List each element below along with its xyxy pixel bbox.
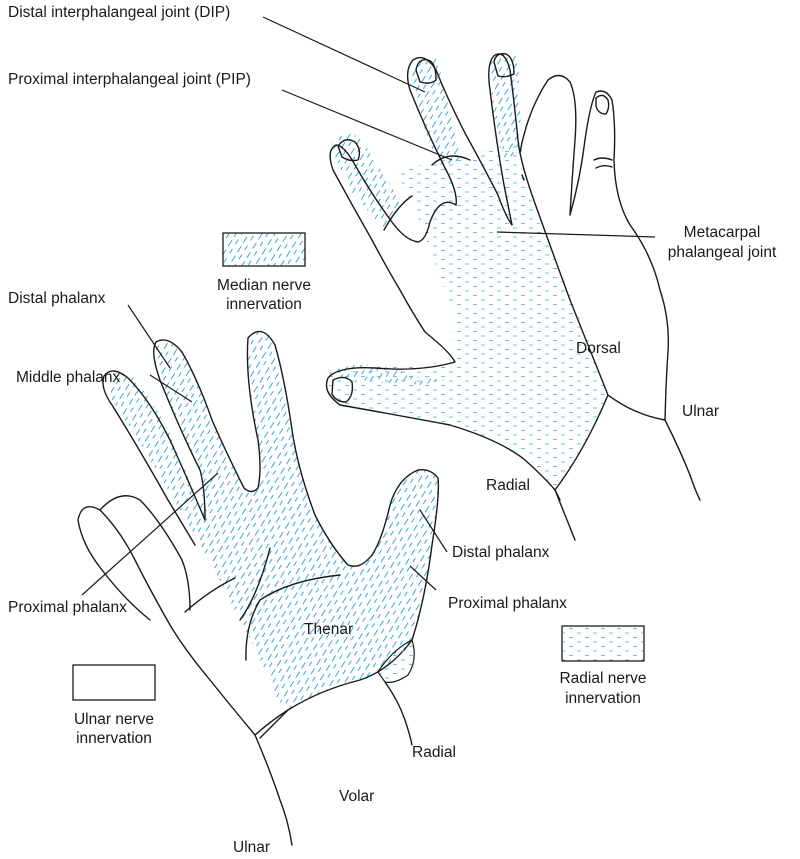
label-volar-proximal-phalanx: Proximal phalanx — [8, 599, 127, 616]
median-legend-line2: innervation — [226, 296, 302, 313]
ulnar-legend-line2: innervation — [76, 730, 152, 747]
median-legend-swatch — [223, 233, 305, 266]
label-dorsal-view: Dorsal — [576, 340, 621, 357]
label-volar-radial: Radial — [412, 744, 456, 761]
label-thumb-distal-phalanx: Distal phalanx — [452, 544, 550, 561]
label-dorsal-ulnar: Ulnar — [682, 403, 719, 420]
dorsal-pinky-nail — [596, 95, 609, 114]
volar-ulnar-wrist-line — [255, 735, 292, 845]
ulnar-legend-swatch — [73, 665, 155, 700]
label-thenar: Thenar — [304, 621, 353, 638]
leader-volar-distal — [128, 305, 170, 368]
volar-radial-wrist-line — [260, 710, 288, 738]
label-volar-view: Volar — [339, 788, 374, 805]
radial-legend-line1: Radial nerve — [559, 670, 646, 687]
legend-radial: Radial nerve innervation — [559, 626, 646, 707]
leader-dip — [263, 17, 425, 92]
label-mcp-line1: Metacarpal — [684, 224, 761, 241]
dorsal-ulnar-border — [555, 490, 560, 500]
median-legend-line1: Median nerve — [217, 277, 311, 294]
dorsal-median-hatch-middle — [489, 53, 522, 160]
label-volar-middle-phalanx: Middle phalanx — [16, 369, 121, 386]
label-pip: Proximal interphalangeal joint (PIP) — [8, 71, 251, 88]
radial-legend-line2: innervation — [565, 690, 641, 707]
ulnar-legend-line1: Ulnar nerve — [74, 711, 154, 728]
label-volar-ulnar: Ulnar — [233, 839, 270, 856]
volar-radial-wrist-tail — [385, 682, 412, 745]
dorsal-pinky-crease2 — [596, 166, 612, 168]
radial-legend-swatch — [562, 626, 644, 661]
label-volar-distal-phalanx: Distal phalanx — [8, 290, 106, 307]
legend-median: Median nerve innervation — [217, 233, 311, 313]
dorsal-hand — [325, 53, 700, 540]
legend-ulnar: Ulnar nerve innervation — [73, 665, 155, 747]
label-thumb-proximal-phalanx: Proximal phalanx — [448, 595, 567, 612]
label-dip: Distal interphalangeal joint (DIP) — [8, 4, 230, 21]
label-dorsal-radial: Radial — [486, 477, 530, 494]
label-mcp-line2: phalangeal joint — [668, 244, 777, 261]
dorsal-ulnar-wrist-line — [665, 420, 700, 500]
dorsal-pinky-crease1 — [594, 158, 612, 160]
